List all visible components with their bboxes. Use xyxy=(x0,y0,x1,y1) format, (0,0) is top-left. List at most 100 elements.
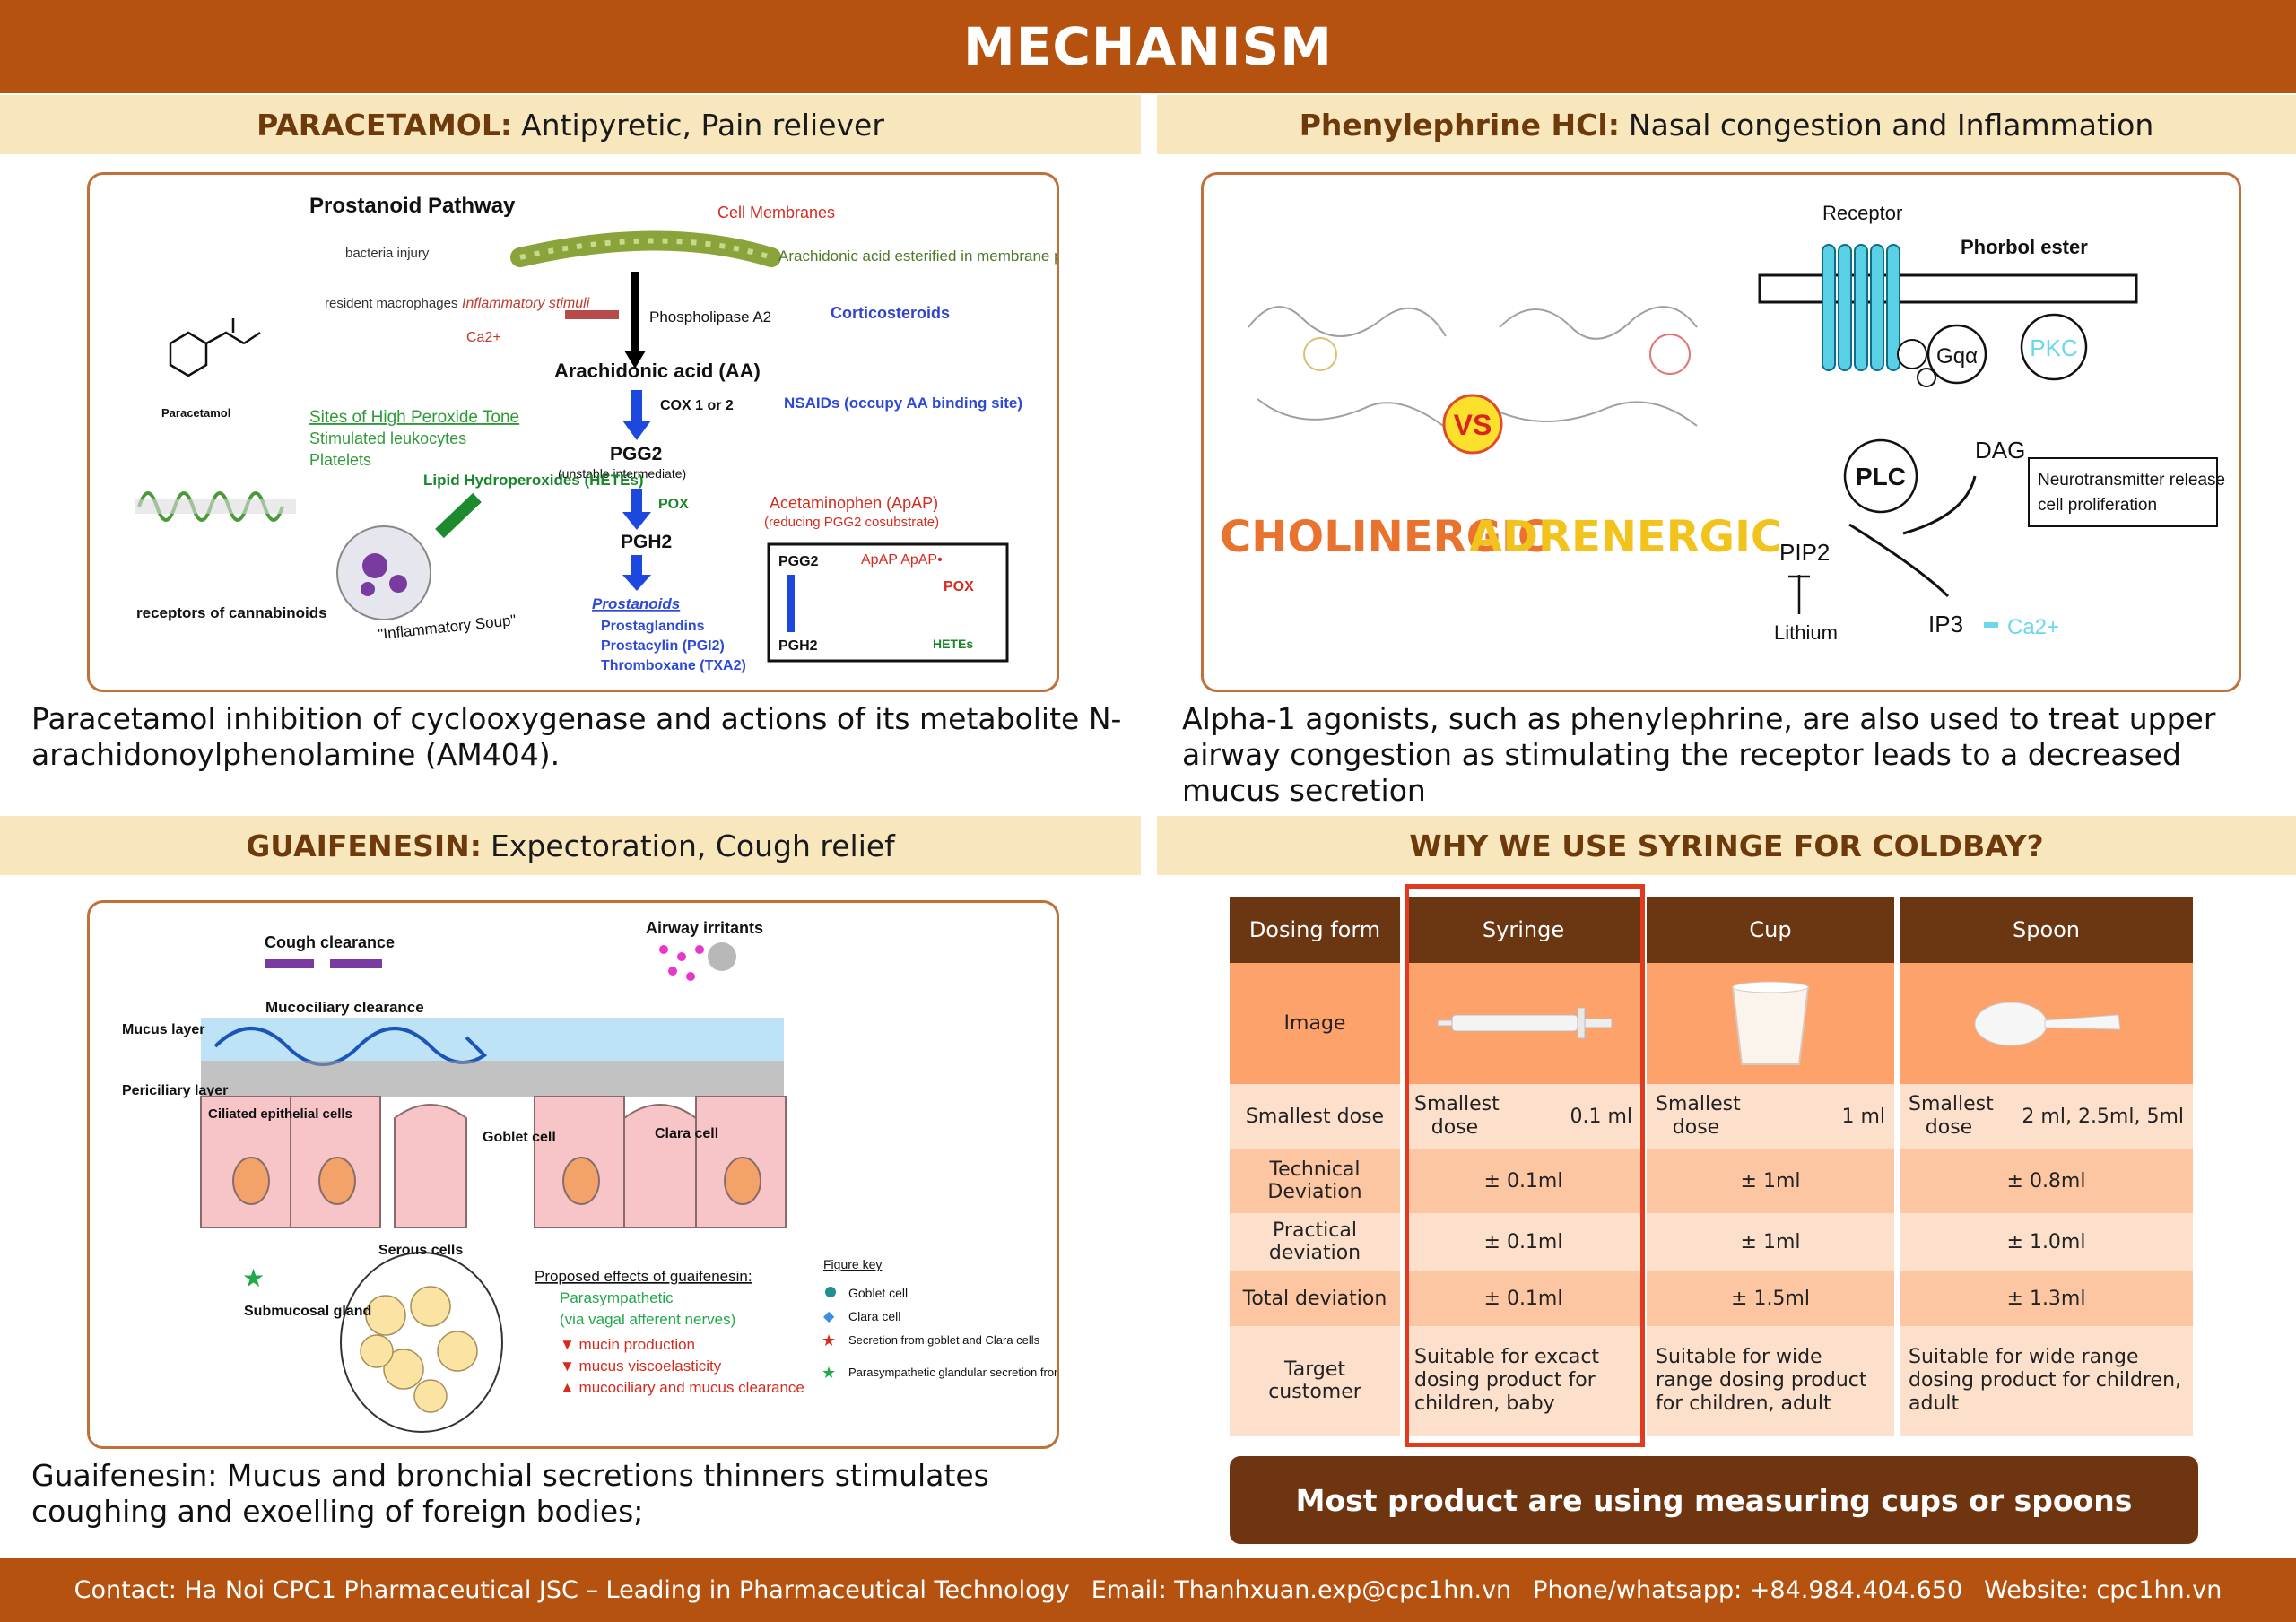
airway-label: Airway irritants xyxy=(646,919,763,937)
spoon-image xyxy=(1900,963,2193,1084)
dag-label: DAG xyxy=(1975,437,2025,464)
phenylephrine-name: Phenylephrine HCl: xyxy=(1299,107,1620,143)
spoon-target: Suitable for wide range dosing product f… xyxy=(1900,1326,2193,1436)
syringe-image xyxy=(1405,963,1641,1084)
spoon-smallest-value: 2 ml, 2.5ml, 5ml xyxy=(2022,1105,2184,1128)
pip2-label: PIP2 xyxy=(1779,539,1830,566)
header-syringe: Syringe xyxy=(1405,897,1641,963)
lipid-label: Lipid Hydroperoxides (HETEs) xyxy=(423,472,644,489)
prostaglandins-label: Prostaglandins xyxy=(601,619,705,634)
leukocytes-label: Stimulated leukocytes xyxy=(309,429,466,447)
phospholipase-label: Phospholipase A2 xyxy=(649,308,771,325)
ca2-label: Ca2+ xyxy=(2007,615,2059,639)
macrophages-label: resident macrophages xyxy=(325,296,457,311)
sketch-illustration-icon xyxy=(1248,306,1698,436)
footer-email[interactable]: Email: Thanhxuan.exp@cpc1hn.vn xyxy=(1091,1576,1512,1604)
pgg2-sub-label: (unstable intermediate) xyxy=(558,466,686,481)
cup-technical: ± 1ml xyxy=(1647,1149,1894,1213)
cup-total: ± 1.5ml xyxy=(1647,1271,1894,1326)
effects-title: Proposed effects of guaifenesin: xyxy=(535,1268,752,1285)
spoon-smallest-sub: Smallest dose xyxy=(1909,1093,1994,1139)
esterified-label: Arachidonic acid esterified in membrane … xyxy=(778,247,1057,265)
syringe-total: ± 0.1ml xyxy=(1405,1271,1641,1326)
syringe-practical: ± 0.1ml xyxy=(1405,1213,1641,1271)
mucus-layer-band xyxy=(201,1018,784,1061)
acetaminophen-sub-label: (reducing PGG2 cosubstrate) xyxy=(764,515,939,530)
cup-practical: ± 1ml xyxy=(1647,1213,1894,1271)
adrenergic-signaling-diagram: VS CHOLINERGIC ADRENERGIC Receptor Phorb… xyxy=(1201,172,2241,692)
gq-label: Gqα xyxy=(1936,344,1978,369)
receptor-protein-icon xyxy=(135,491,296,522)
spoon-total: ± 1.3ml xyxy=(1900,1271,2193,1326)
page-header: MECHANISM xyxy=(0,0,2296,93)
syringe-title: WHY WE USE SYRINGE FOR COLDBAY? xyxy=(1409,828,2044,863)
box-pgg2-label: PGG2 xyxy=(778,554,819,569)
green-arrow-icon xyxy=(435,492,482,539)
vagal-label: (via vagal afferent nerves) xyxy=(560,1311,735,1328)
footer-website[interactable]: Website: cpc1hn.vn xyxy=(1984,1576,2222,1604)
cta-banner: Most product are using measuring cups or… xyxy=(1230,1456,2198,1544)
periciliary-band xyxy=(201,1061,784,1097)
technical-label: Technical Deviation xyxy=(1230,1149,1400,1213)
inset-box xyxy=(767,542,1009,663)
smoke-icon xyxy=(708,942,736,971)
smallest-dose-label: Smallest dose xyxy=(1230,1084,1400,1149)
table-row-target: Target customer Suitable for excact dosi… xyxy=(1230,1326,2198,1436)
key-title: Figure key xyxy=(823,1257,882,1271)
membrane-icon xyxy=(510,230,781,267)
cup-target: Suitable for wide range dosing product f… xyxy=(1647,1326,1894,1436)
syringe-smallest-sub: Smallest dose xyxy=(1414,1093,1500,1139)
aa-label: Arachidonic acid (AA) xyxy=(554,360,761,382)
prostanoid-title: Prostanoid Pathway xyxy=(309,194,516,218)
footer-phone[interactable]: Phone/whatsapp: +84.984.404.650 xyxy=(1533,1576,1963,1604)
paracetamol-molecule-icon xyxy=(169,318,261,377)
clara-label: Clara cell xyxy=(655,1126,718,1141)
key-clara-label: Clara cell xyxy=(848,1309,900,1323)
guaifenesin-band: GUAIFENESIN: Expectoration, Cough relief xyxy=(0,816,1141,875)
svg-text:★: ★ xyxy=(822,1364,836,1382)
footer-contact: Contact: Ha Noi CPC1 Pharmaceutical JSC … xyxy=(74,1576,1070,1604)
cough-label: Cough clearance xyxy=(265,933,395,951)
box-hetes-label: HETEs xyxy=(933,637,973,651)
periciliary-label: Periciliary layer xyxy=(122,1083,228,1098)
platelets-label: Platelets xyxy=(309,451,371,469)
spoon-icon xyxy=(1974,1002,2121,1045)
pkc-label: PKC xyxy=(2030,334,2077,361)
paracetamol-caption: Paracetamol inhibition of cyclooxygenase… xyxy=(31,701,1122,772)
neuro-label: Neurotransmitter release xyxy=(2038,471,2225,490)
neuro-box xyxy=(2028,457,2218,527)
header-spoon: Spoon xyxy=(1900,897,2193,963)
image-row-label: Image xyxy=(1230,963,1400,1084)
g-beta-icon xyxy=(1897,339,1927,369)
key-secretion-label: Secretion from goblet and Clara cells xyxy=(848,1333,1040,1347)
cox-label: COX 1 or 2 xyxy=(660,398,734,413)
key-parasym-label: Parasympathetic glandular secretion from… xyxy=(848,1366,1057,1379)
thromboxane-label: Thromboxane (TXA2) xyxy=(601,658,746,673)
svg-text:★: ★ xyxy=(242,1264,265,1292)
inflammatory-cell-icon xyxy=(336,525,431,620)
vs-label: VS xyxy=(1454,409,1492,441)
table-header-row: Dosing form Syringe Cup Spoon xyxy=(1230,897,2198,963)
syringe-smallest-value: 0.1 ml xyxy=(1570,1105,1632,1128)
plc-circle-icon xyxy=(1843,438,1918,514)
table-row-practical: Practical deviation ± 0.1ml ± 1ml ± 1.0m… xyxy=(1230,1213,2198,1271)
gq-circle-icon xyxy=(1926,324,1987,385)
guaifenesin-name: GUAIFENESIN: xyxy=(246,828,482,863)
corticosteroids-label: Corticosteroids xyxy=(831,304,950,322)
paracetamol-use: Antipyretic, Pain reliever xyxy=(521,107,884,143)
spoon-technical: ± 0.8ml xyxy=(1900,1149,2193,1213)
dosing-comparison-table: Dosing form Syringe Cup Spoon Image xyxy=(1230,897,2198,1436)
page-title: MECHANISM xyxy=(963,16,1333,77)
svg-text:◆: ◆ xyxy=(823,1309,835,1324)
viscoelasticity-label: ▼ mucus viscoelasticity xyxy=(560,1357,722,1375)
cup-icon xyxy=(1731,981,1810,1065)
practical-label: Practical deviation xyxy=(1230,1213,1400,1271)
phenylephrine-band: Phenylephrine HCl: Nasal congestion and … xyxy=(1157,95,2296,154)
stimuli-label: Inflammatory stimuli xyxy=(462,296,590,311)
syringe-band: WHY WE USE SYRINGE FOR COLDBAY? xyxy=(1157,816,2296,875)
adrenergic-label: ADRENERGIC xyxy=(1469,512,1782,562)
footer: Contact: Ha Noi CPC1 Pharmaceutical JSC … xyxy=(0,1558,2296,1622)
paracetamol-molecule-label: Paracetamol xyxy=(161,406,230,420)
irritant-particles-icon xyxy=(659,945,704,981)
pkc-circle-icon xyxy=(2020,313,2088,381)
